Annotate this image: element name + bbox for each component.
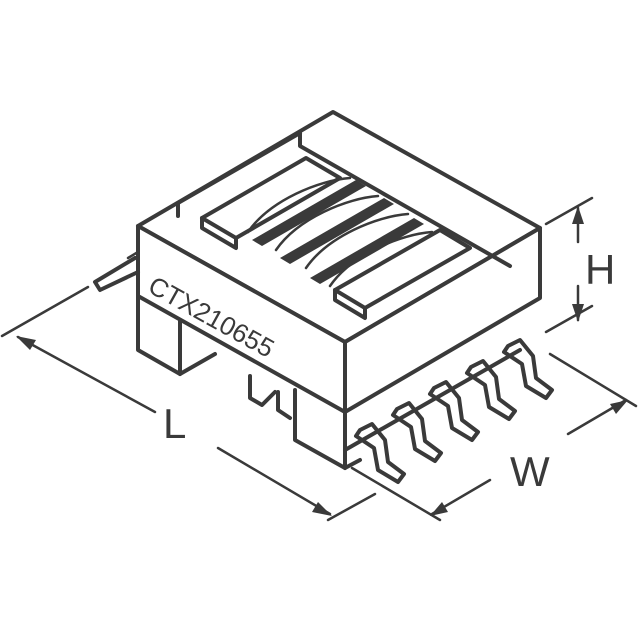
length-label: L xyxy=(163,400,187,447)
dimension-h xyxy=(544,196,594,334)
dimension-l xyxy=(0,285,377,522)
coil-windings xyxy=(246,176,434,288)
height-label: H xyxy=(585,246,616,293)
pins-front xyxy=(343,338,554,484)
width-label: W xyxy=(510,448,550,495)
dimension-w xyxy=(350,352,638,522)
